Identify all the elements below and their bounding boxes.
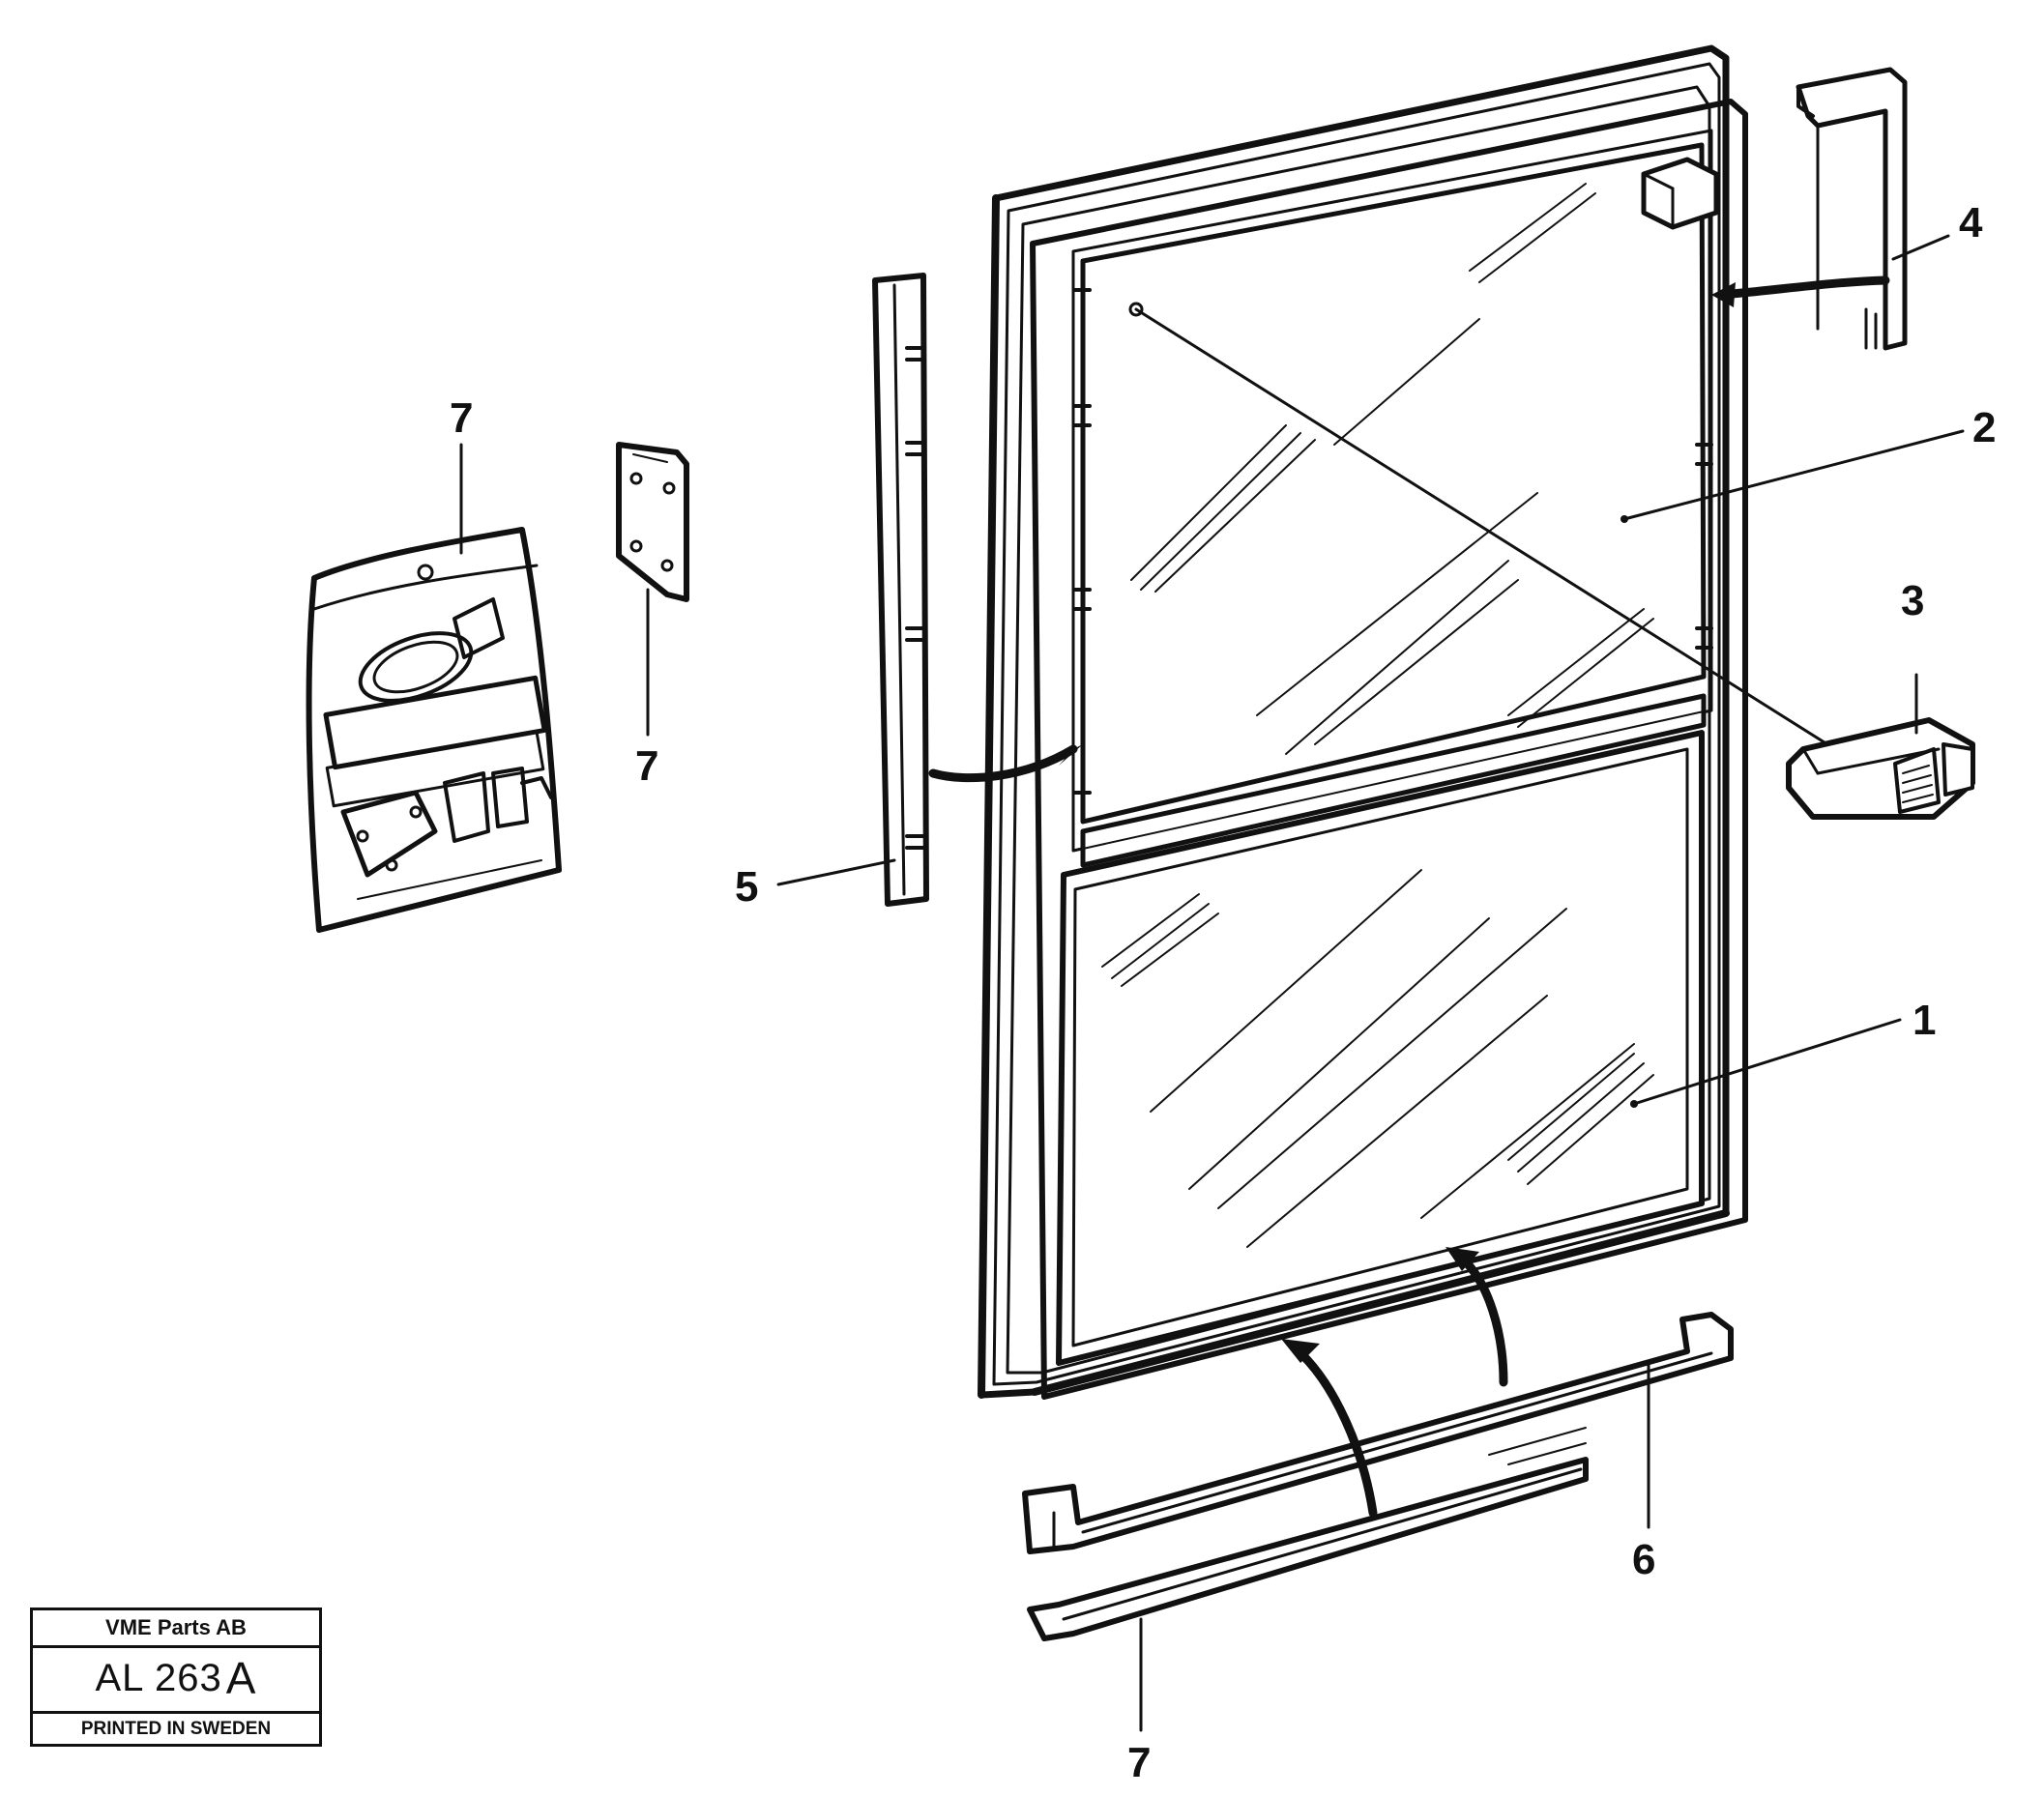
bottom-seal-part-6 <box>1022 1312 1734 1554</box>
spare-plate-part-7 <box>616 442 689 602</box>
frame-corner-block <box>1641 157 1719 230</box>
latch-part-3 <box>1786 717 1975 820</box>
assembly-arrows <box>928 275 1890 1518</box>
callout-5: 5 <box>735 863 758 911</box>
company-name: VME Parts AB <box>33 1610 319 1648</box>
glass-lower <box>1056 730 1705 1366</box>
title-block: VME Parts AB AL 263 A PRINTED IN SWEDEN <box>30 1608 322 1747</box>
callout-7-plate: 7 <box>635 742 658 790</box>
callout-2: 2 <box>1972 404 1996 451</box>
callout-7-strip: 7 <box>1127 1739 1151 1786</box>
printed-note: PRINTED IN SWEDEN <box>80 1718 272 1739</box>
leader-lines <box>459 234 1965 1732</box>
side-seal-part-5 <box>872 273 929 907</box>
callout-6: 6 <box>1632 1536 1655 1583</box>
callout-1: 1 <box>1913 997 1936 1044</box>
callout-3: 3 <box>1901 577 1924 624</box>
drawing-number-suffix: A <box>225 1653 257 1703</box>
arrowheads <box>1059 282 1736 1363</box>
callout-7-bag: 7 <box>450 394 473 442</box>
kit-bag-part-7 <box>306 527 562 933</box>
drawing-number-prefix: AL 263 <box>95 1656 222 1699</box>
glass-upper <box>1071 129 1713 868</box>
drawing-number: AL 263 A <box>33 1645 319 1714</box>
sill-strip-part-7 <box>1027 1427 1589 1641</box>
callout-4: 4 <box>1959 199 1983 246</box>
corner-seal-part-4 <box>1796 67 1908 351</box>
